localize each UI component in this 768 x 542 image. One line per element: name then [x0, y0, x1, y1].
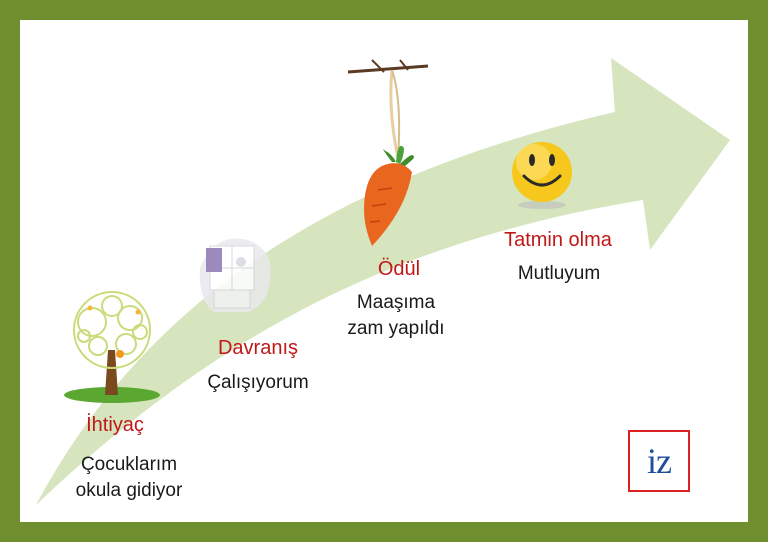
- iz-logo: iz: [628, 430, 690, 492]
- step-title-odul: Ödül: [377, 258, 421, 280]
- step-title-davranis: Davranış: [217, 337, 299, 359]
- smiley-icon: [512, 142, 572, 209]
- progress-arrow: [36, 58, 730, 505]
- step-desc-ihtiyac: Çocuklarım okula gidiyor: [44, 452, 214, 504]
- step-title-ihtiyac: İhtiyaç: [86, 414, 144, 436]
- carrot-on-stick-icon: [347, 59, 429, 246]
- step-desc-text: Çocuklarım okula gidiyor: [75, 454, 183, 501]
- step-desc-davranis: Çalışıyorum: [207, 372, 309, 393]
- step-desc-odul: Maaşıma zam yapıldı: [326, 290, 466, 342]
- tree-icon: [64, 291, 160, 403]
- puzzle-icon: [199, 238, 271, 312]
- step-desc-tatmin: Mutluyum: [517, 263, 601, 284]
- step-desc-text: Maaşıma zam yapıldı: [347, 292, 445, 339]
- step-title-tatmin: Tatmin olma: [504, 229, 612, 251]
